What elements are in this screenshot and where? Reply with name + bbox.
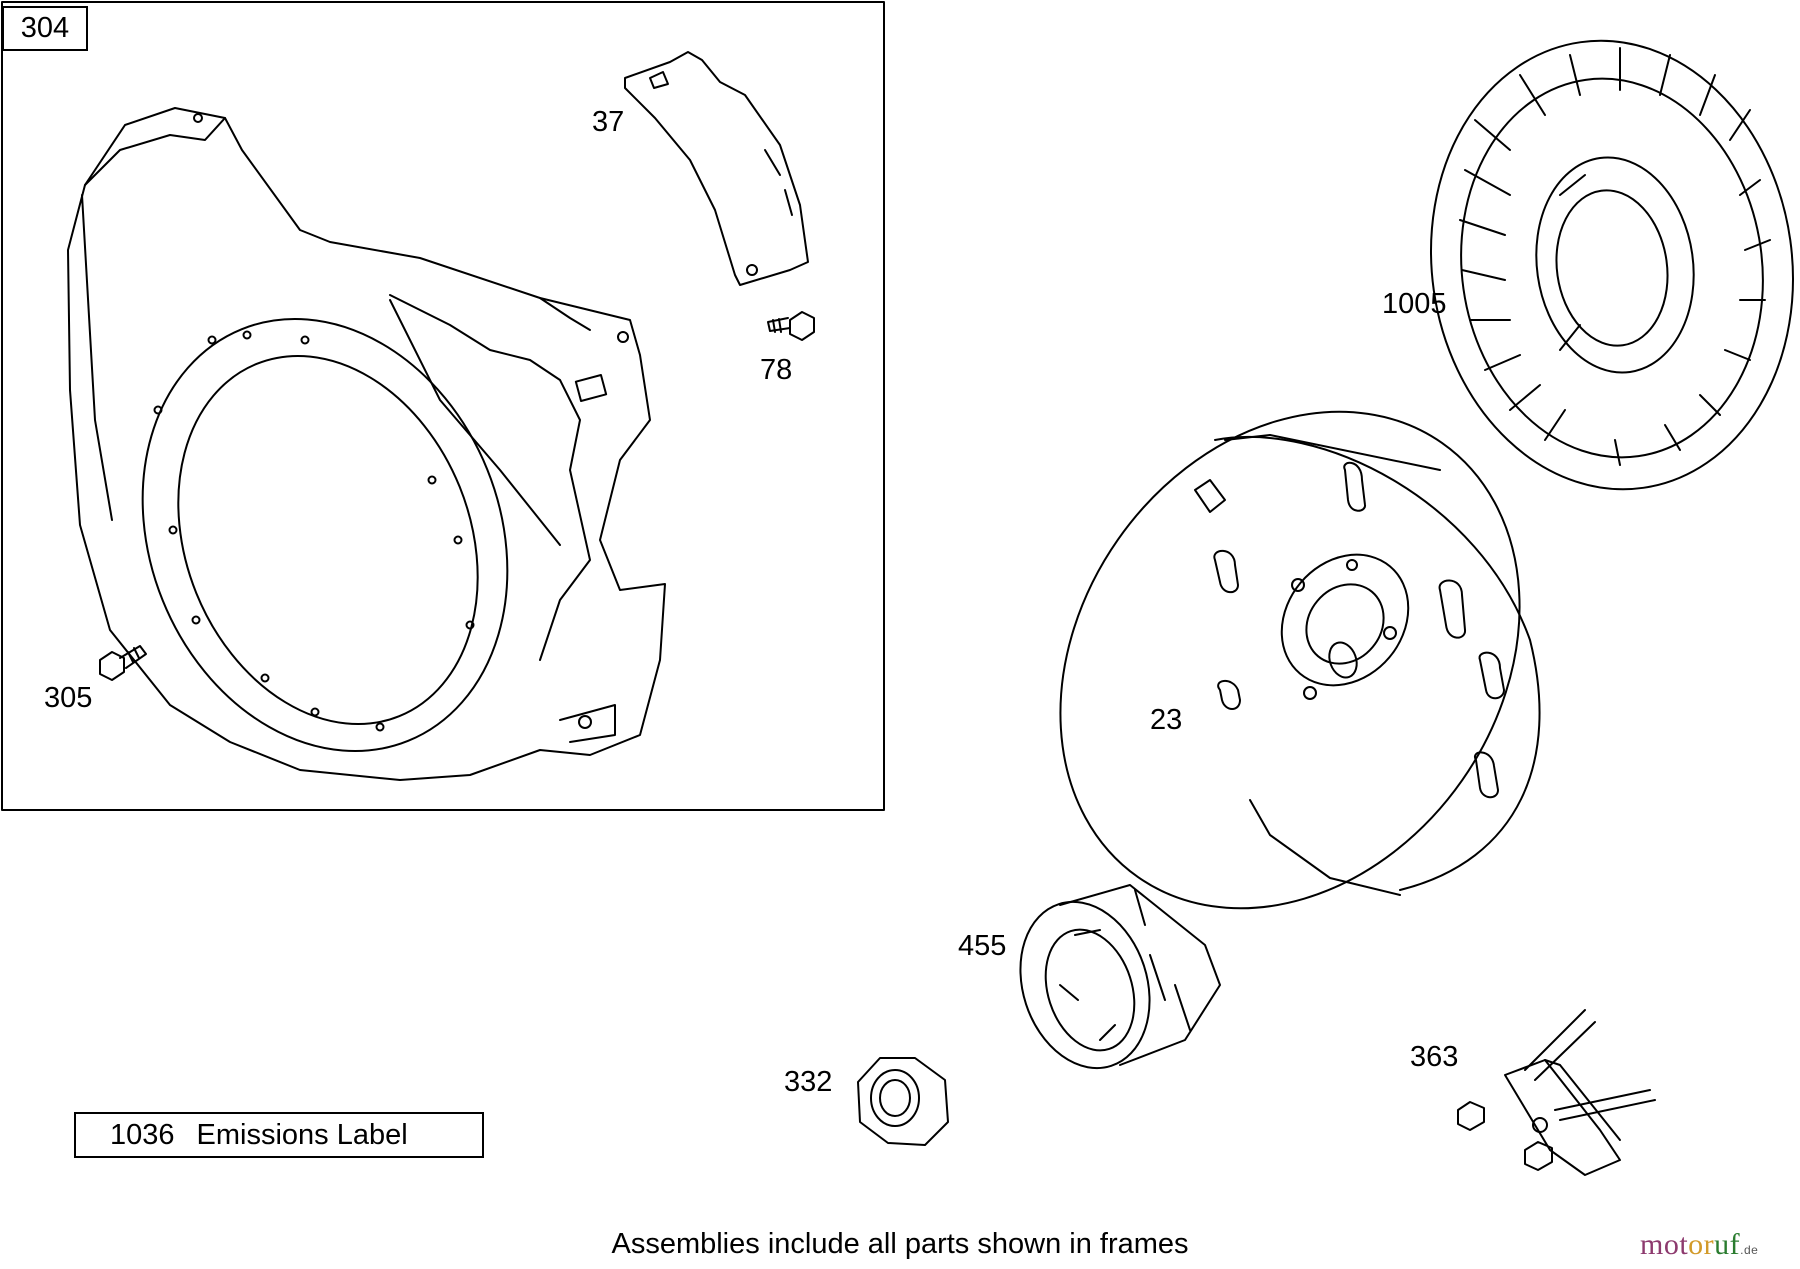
callout-332: 332 — [784, 1066, 833, 1098]
blower-housing — [67, 107, 666, 781]
flywheel-nut — [857, 1057, 949, 1146]
flywheel-puller — [1457, 1009, 1656, 1176]
callout-23: 23 — [1150, 704, 1183, 736]
callout-1005: 1005 — [1382, 288, 1447, 320]
callout-455: 455 — [958, 930, 1007, 962]
footer-note: Assemblies include all parts shown in fr… — [611, 1228, 1189, 1260]
screw-78 — [767, 311, 815, 341]
cooling-fan — [1430, 39, 1794, 491]
emissions-part-text: Emissions Label — [196, 1118, 408, 1151]
frame-id-label: 304 — [2, 6, 88, 51]
emissions-label-box: 1036 Emissions Label — [74, 1112, 484, 1158]
callout-363: 363 — [1410, 1041, 1459, 1073]
watermark-part3: uf — [1714, 1228, 1741, 1261]
watermark-part2: or — [1688, 1228, 1715, 1261]
baffle-shield — [624, 51, 809, 286]
callout-305: 305 — [44, 682, 93, 714]
watermark-logo: motoruf.de — [1640, 1228, 1758, 1262]
flywheel — [1059, 410, 1541, 910]
watermark-part1: mot — [1640, 1228, 1689, 1261]
bolt-305 — [99, 645, 147, 681]
starter-cup — [1019, 884, 1221, 1070]
watermark-suffix: .de — [1740, 1243, 1759, 1257]
assembly-frame-304 — [1, 1, 885, 811]
callout-37: 37 — [592, 106, 625, 138]
callout-78: 78 — [760, 354, 793, 386]
emissions-part-number: 1036 — [110, 1118, 175, 1151]
